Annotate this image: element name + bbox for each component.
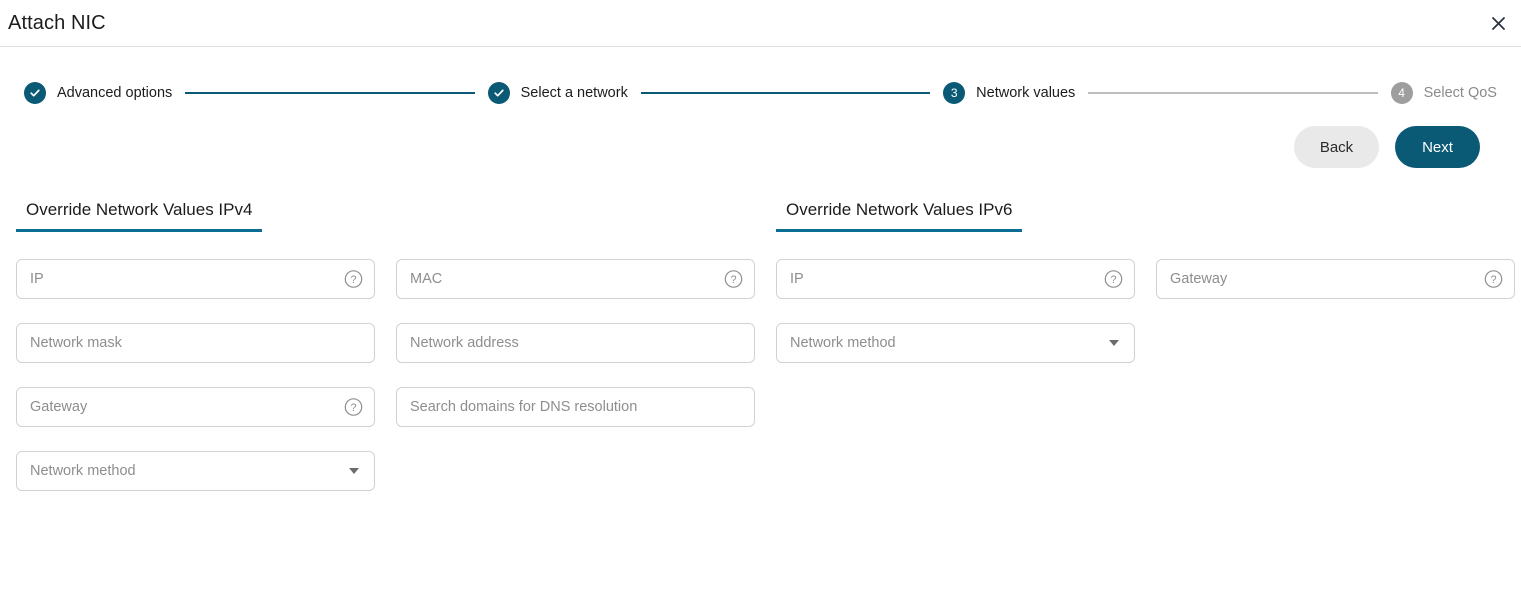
svg-text:?: ? bbox=[1110, 274, 1116, 286]
ipv4-gateway-field: ? bbox=[16, 387, 375, 427]
help-circle-icon[interactable]: ? bbox=[344, 270, 363, 289]
back-button[interactable]: Back bbox=[1294, 126, 1379, 168]
stepper-step-advanced-options[interactable]: Advanced options bbox=[24, 82, 172, 104]
ipv4-ip-input[interactable] bbox=[16, 259, 375, 299]
ipv4-search-domains-input[interactable] bbox=[396, 387, 755, 427]
ipv4-network-method-field: Network method bbox=[16, 451, 375, 491]
ipv4-network-method-select[interactable]: Network method bbox=[16, 451, 375, 491]
ipv6-gateway-field: ? bbox=[1156, 259, 1515, 299]
step-number-badge: 4 bbox=[1390, 82, 1413, 104]
stepper-label-select-a-network: Select a network bbox=[520, 85, 628, 101]
close-icon[interactable] bbox=[1485, 10, 1511, 36]
section-title-ipv4: Override Network Values IPv4 bbox=[16, 200, 263, 232]
wizard-stepper: Advanced options Select a network 3 Netw… bbox=[24, 47, 1497, 104]
form-columns: Override Network Values IPv4 ? ? bbox=[0, 168, 1521, 515]
ipv4-ip-field: ? bbox=[16, 259, 375, 299]
stepper-connector-3 bbox=[1088, 92, 1378, 94]
svg-text:?: ? bbox=[350, 402, 356, 414]
ipv4-network-mask-field bbox=[16, 323, 375, 363]
ipv4-network-address-field bbox=[396, 323, 755, 363]
ipv4-mac-input[interactable] bbox=[396, 259, 755, 299]
stepper-label-advanced-options: Advanced options bbox=[57, 85, 173, 101]
wizard-actions: Back Next bbox=[0, 93, 1480, 168]
help-circle-icon[interactable]: ? bbox=[1104, 270, 1123, 289]
dialog-titlebar: Attach NIC bbox=[0, 0, 1521, 47]
step-check-icon bbox=[24, 82, 46, 104]
svg-text:?: ? bbox=[730, 274, 736, 286]
dialog-title: Attach NIC bbox=[8, 11, 106, 34]
ipv4-search-domains-field bbox=[396, 387, 755, 427]
ipv6-network-method-select[interactable]: Network method bbox=[776, 323, 1135, 363]
help-circle-icon[interactable]: ? bbox=[344, 398, 363, 417]
next-button[interactable]: Next bbox=[1395, 126, 1480, 168]
help-circle-icon[interactable]: ? bbox=[1484, 270, 1503, 289]
field-grid-ipv6: ? ? Network method bbox=[776, 232, 1520, 387]
section-ipv4: Override Network Values IPv4 ? ? bbox=[0, 200, 760, 515]
ipv6-ip-input[interactable] bbox=[776, 259, 1135, 299]
step-number-badge: 3 bbox=[943, 82, 966, 104]
section-ipv6: Override Network Values IPv6 ? ? bbox=[760, 200, 1520, 515]
field-grid-ipv4: ? ? bbox=[16, 232, 760, 515]
stepper-label-select-qos: Select QoS bbox=[1423, 85, 1497, 101]
stepper-label-network-values: Network values bbox=[976, 85, 1076, 101]
stepper-connector-2 bbox=[640, 92, 931, 94]
ipv4-network-mask-input[interactable] bbox=[16, 323, 375, 363]
svg-text:?: ? bbox=[350, 274, 356, 286]
stepper-step-select-qos[interactable]: 4 Select QoS bbox=[1390, 82, 1497, 104]
ipv4-mac-field: ? bbox=[396, 259, 755, 299]
ipv6-network-method-field: Network method bbox=[776, 323, 1135, 363]
stepper-step-select-a-network[interactable]: Select a network bbox=[487, 82, 628, 104]
ipv6-ip-field: ? bbox=[776, 259, 1135, 299]
ipv6-gateway-input[interactable] bbox=[1156, 259, 1515, 299]
stepper-step-network-values[interactable]: 3 Network values bbox=[943, 82, 1075, 104]
help-circle-icon[interactable]: ? bbox=[724, 270, 743, 289]
stepper-connector-1 bbox=[185, 92, 475, 94]
svg-text:?: ? bbox=[1490, 274, 1496, 286]
section-title-ipv6: Override Network Values IPv6 bbox=[776, 200, 1023, 232]
ipv4-network-address-input[interactable] bbox=[396, 323, 755, 363]
step-check-icon bbox=[487, 82, 510, 104]
ipv4-gateway-input[interactable] bbox=[16, 387, 375, 427]
